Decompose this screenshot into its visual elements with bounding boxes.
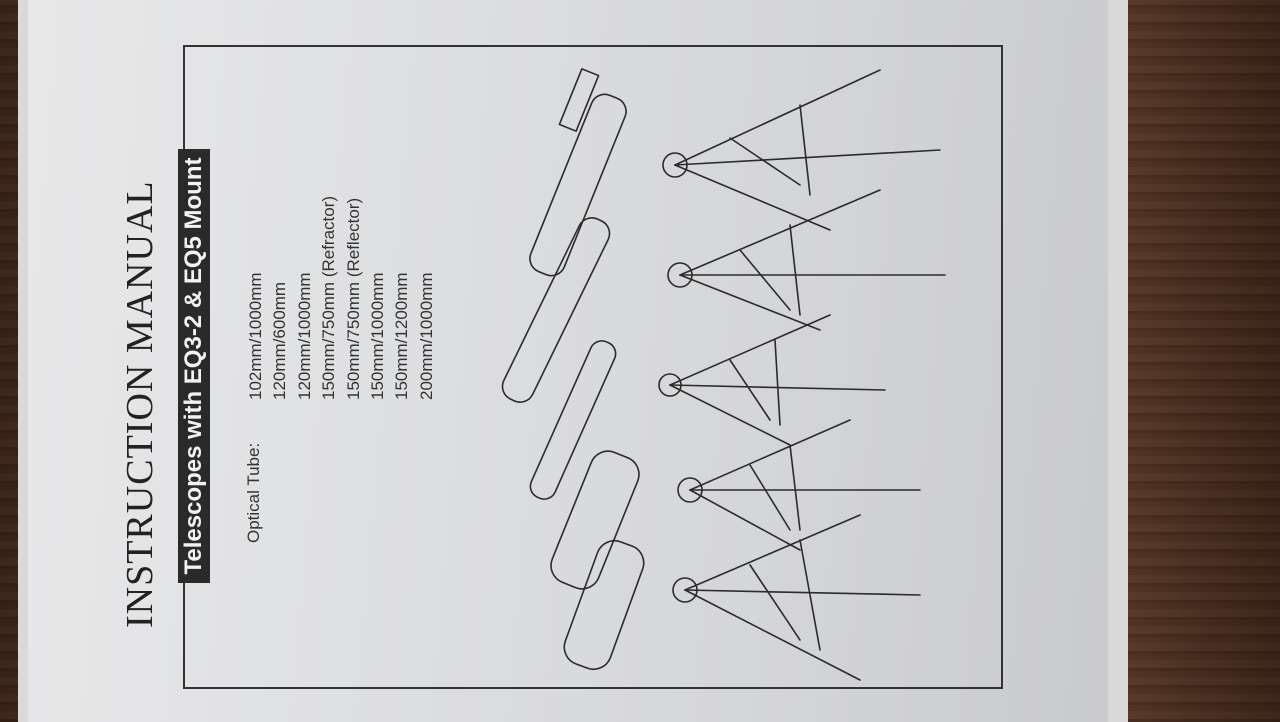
manual-title: INSTRUCTION MANUAL <box>119 180 161 628</box>
telescope-102mm-refractor <box>529 68 941 277</box>
optical-tube-item: 150mm/1200mm <box>392 272 412 400</box>
telescope-illustration <box>501 68 946 681</box>
telescope-200mm-reflector <box>563 514 921 681</box>
optical-tube-item: 102mm/1000mm <box>246 272 265 400</box>
optical-tube-item: 200mm/1000mm <box>416 272 436 400</box>
telescope-120mm-refractor <box>501 189 946 403</box>
optical-tube-item: 150mm/1000mm <box>368 272 388 400</box>
optical-tube-item: 150mm/750mm (Reflector) <box>343 197 363 400</box>
subtitle-banner: Telescopes with EQ3-2 & EQ5 Mount <box>178 149 210 583</box>
optical-tube-item: 150mm/750mm (Refractor) <box>319 195 339 400</box>
optical-tube-list: 102mm/1000mm 120mm/600mm 120mm/1000mm 15… <box>244 196 439 400</box>
telescope-150mm-reflector <box>550 419 921 590</box>
optical-tube-label: Optical Tube: <box>244 442 263 543</box>
telescope-150mm-refractor <box>529 314 886 500</box>
optical-tube-item: 120mm/600mm <box>270 281 290 400</box>
optical-tube-item: 120mm/1000mm <box>294 272 314 400</box>
